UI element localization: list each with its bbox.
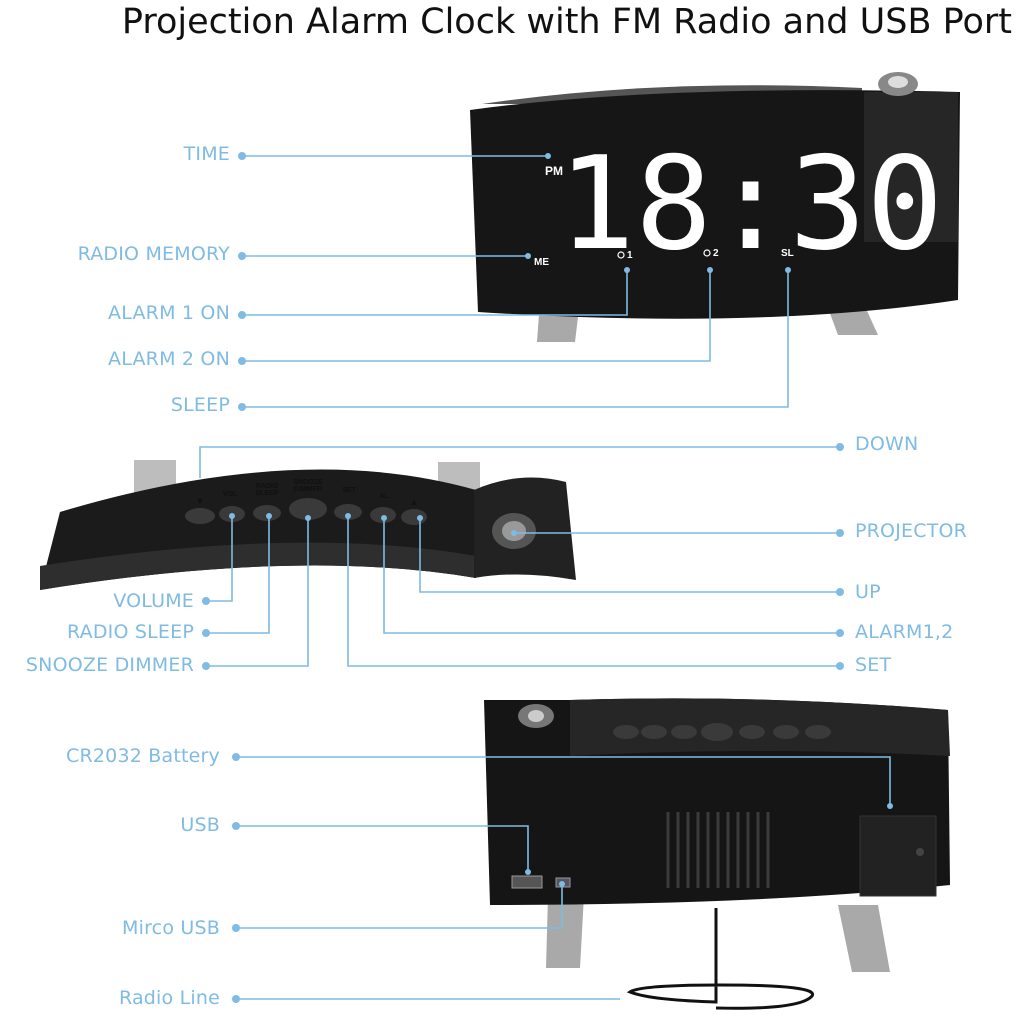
label-battery: CR2032 Battery — [66, 745, 220, 767]
label-time: TIME — [184, 143, 230, 165]
alarm1-indicator: 1 — [627, 250, 633, 261]
sleep-label: SLEEP — [256, 490, 279, 497]
back-left-stand — [546, 895, 584, 968]
up-button[interactable] — [401, 509, 427, 525]
al-label: AL — [379, 493, 389, 500]
label-set: SET — [855, 654, 891, 676]
sleep-indicator: SL — [781, 248, 794, 259]
snooze-label: SNOOZE — [293, 479, 323, 486]
down-button[interactable] — [185, 508, 215, 524]
label-projector: PROJECTOR — [855, 520, 967, 542]
label-usb: USB — [180, 814, 220, 836]
label-snooze-dimmer: SNOOZE DIMMER — [26, 654, 194, 676]
dimmer-label: DIMMER — [294, 486, 322, 493]
label-radio-line: Radio Line — [119, 987, 220, 1009]
usb-port[interactable] — [512, 876, 542, 888]
label-alarm12: ALARM1,2 — [855, 621, 953, 643]
radio-line-cable — [630, 908, 813, 1008]
label-up: UP — [855, 581, 881, 603]
label-alarm1-on: ALARM 1 ON — [108, 302, 230, 324]
back-right-stand — [838, 905, 890, 972]
battery-door[interactable] — [860, 816, 936, 896]
front-view: 18:30 PM ME 1 2 SL — [470, 72, 960, 342]
up-glyph: ▲ — [410, 497, 419, 507]
label-radio-memory: RADIO MEMORY — [78, 243, 230, 265]
label-radio-sleep: RADIO SLEEP — [67, 621, 194, 643]
radio-sleep-button[interactable] — [253, 505, 281, 521]
pm-indicator: PM — [545, 164, 563, 178]
label-volume: VOLUME — [113, 590, 194, 612]
time-digits: 18:30 — [558, 130, 943, 279]
back-view — [484, 698, 950, 1008]
vol-label: VOL — [223, 491, 238, 498]
memory-indicator: ME — [534, 257, 549, 268]
label-down: DOWN — [855, 433, 918, 455]
alarm2-indicator: 2 — [713, 248, 719, 259]
set-label: SET — [342, 487, 356, 494]
radio-label: RADIO — [256, 483, 279, 490]
label-alarm2-on: ALARM 2 ON — [108, 348, 230, 370]
down-glyph: ▼ — [196, 496, 205, 506]
label-micro-usb: Mirco USB — [122, 917, 220, 939]
label-sleep: SLEEP — [171, 394, 230, 416]
